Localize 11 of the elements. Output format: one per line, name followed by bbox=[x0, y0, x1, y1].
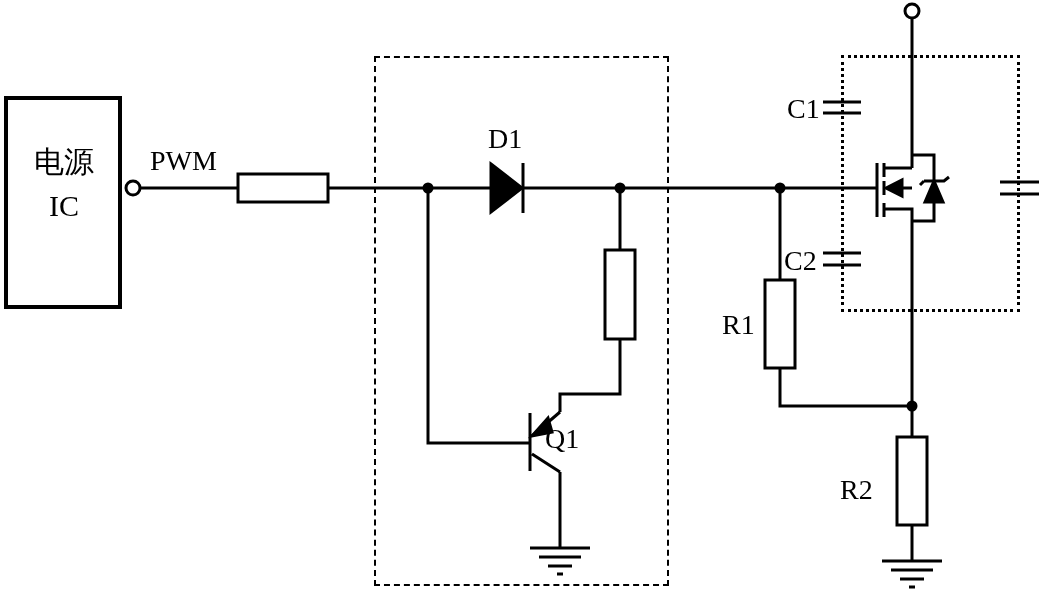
dashed-boundary bbox=[374, 56, 669, 586]
component-label: R2 bbox=[840, 475, 873, 505]
component-label: C2 bbox=[784, 246, 817, 276]
component-label: D1 bbox=[488, 124, 523, 154]
dotted-boundary bbox=[841, 55, 1020, 312]
component-label: C1 bbox=[787, 94, 820, 124]
signal-label: PWM bbox=[150, 146, 217, 176]
component-label: R1 bbox=[722, 310, 755, 340]
ic-block bbox=[4, 96, 122, 309]
chip-label: 电源 IC bbox=[33, 144, 95, 224]
component-label: Q1 bbox=[545, 424, 580, 454]
